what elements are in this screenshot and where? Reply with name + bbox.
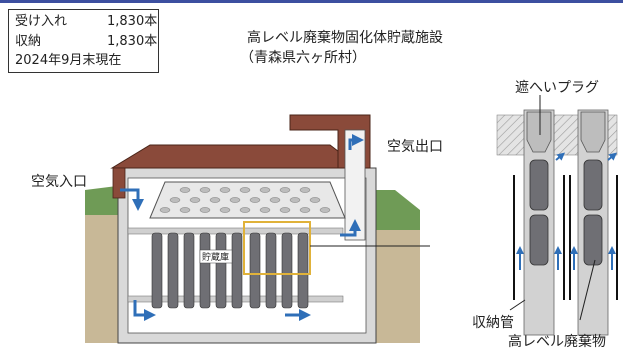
received-row: 受け入れ 1,830本 — [15, 13, 157, 31]
charging-hole — [169, 197, 181, 203]
stored-canisters — [151, 232, 309, 309]
air-flow-arrow-icon — [348, 134, 364, 150]
hlw-canister — [529, 159, 549, 211]
charging-hole — [219, 207, 231, 213]
charging-hole — [279, 207, 291, 213]
hlw-canister — [583, 214, 603, 266]
charging-hole — [199, 187, 211, 193]
right-grass-hill — [368, 190, 420, 230]
charging-hole — [299, 187, 311, 193]
air-flow-arrow-icon — [607, 152, 618, 161]
shield-plug-left — [526, 111, 552, 153]
as-of-date: 2024年9月末現在 — [15, 53, 122, 68]
leader-line-hlw — [579, 259, 596, 321]
stored-value: 1,830本 — [107, 34, 158, 49]
canister-tube — [199, 232, 211, 309]
air-inlet-label: 空気入口 — [31, 174, 87, 190]
air-flow-arrows — [120, 134, 364, 321]
charging-hole — [239, 187, 251, 193]
canister-tube — [231, 232, 243, 309]
charging-hall-slab — [149, 181, 346, 219]
exhaust-duct-inner — [344, 129, 366, 241]
storage-tube-label: 収納管 — [472, 315, 514, 331]
canister-tube — [167, 232, 179, 309]
charging-hole — [159, 207, 171, 213]
charging-hole — [179, 187, 191, 193]
charging-hole — [269, 197, 281, 203]
canister-tube — [281, 232, 293, 309]
charging-hole — [299, 207, 311, 213]
storage-pit-label: 貯蔵庫 — [202, 253, 230, 263]
air-outlet-label: 空気出口 — [387, 139, 443, 155]
storage-tube-detail — [496, 95, 618, 336]
canister-tube — [297, 232, 309, 309]
stored-row: 収納 1,830本 — [15, 33, 157, 51]
air-flow-arrow-icon — [120, 188, 144, 211]
hlw-canister — [583, 159, 603, 211]
charging-hole — [229, 197, 241, 203]
air-flow-arrow-icon — [555, 152, 566, 161]
charging-hole — [259, 187, 271, 193]
charging-hole — [179, 207, 191, 213]
charging-hole — [209, 197, 221, 203]
hlw-label: 高レベル廃棄物 — [508, 334, 606, 350]
detail-highlight-box — [243, 221, 311, 275]
facility-title: 高レベル廃棄物固化体貯蔵施設 — [247, 30, 443, 46]
storage-pit-label-box — [199, 249, 233, 264]
air-flow-arrow-icon — [340, 219, 361, 237]
hlw-canister — [529, 214, 549, 266]
canister-tube — [249, 232, 261, 309]
charging-hole — [259, 207, 271, 213]
left-air-inlet-duct — [112, 167, 126, 199]
charging-holes — [159, 187, 331, 213]
received-label: 受け入れ — [15, 14, 68, 29]
charging-hole — [319, 207, 331, 213]
inventory-info-box: 受け入れ 1,830本 収納 1,830本 2024年9月末現在 — [8, 9, 159, 73]
shield-plug-right — [580, 111, 606, 153]
charging-hole — [309, 197, 321, 203]
leader-line-storage-tube — [509, 299, 526, 311]
charging-hole — [199, 207, 211, 213]
charging-hole — [279, 187, 291, 193]
charging-hole — [239, 207, 251, 213]
charging-hole — [289, 197, 301, 203]
canister-tube — [151, 232, 163, 309]
canister-tube — [265, 232, 277, 309]
air-flow-arrow-icon — [133, 300, 156, 321]
canister-tube — [183, 232, 195, 309]
shield-plug-label: 遮へいプラグ — [515, 80, 599, 96]
charging-hole — [219, 187, 231, 193]
facility-location: （青森県六ヶ所村） — [240, 50, 366, 66]
charging-hole — [249, 197, 261, 203]
charging-hole — [189, 197, 201, 203]
canister-tube — [215, 232, 227, 309]
building-roof — [110, 144, 362, 169]
stored-label: 収納 — [15, 34, 42, 49]
facility-cross-section — [85, 114, 430, 344]
top-accent-line — [0, 0, 623, 3]
received-value: 1,830本 — [107, 14, 158, 29]
